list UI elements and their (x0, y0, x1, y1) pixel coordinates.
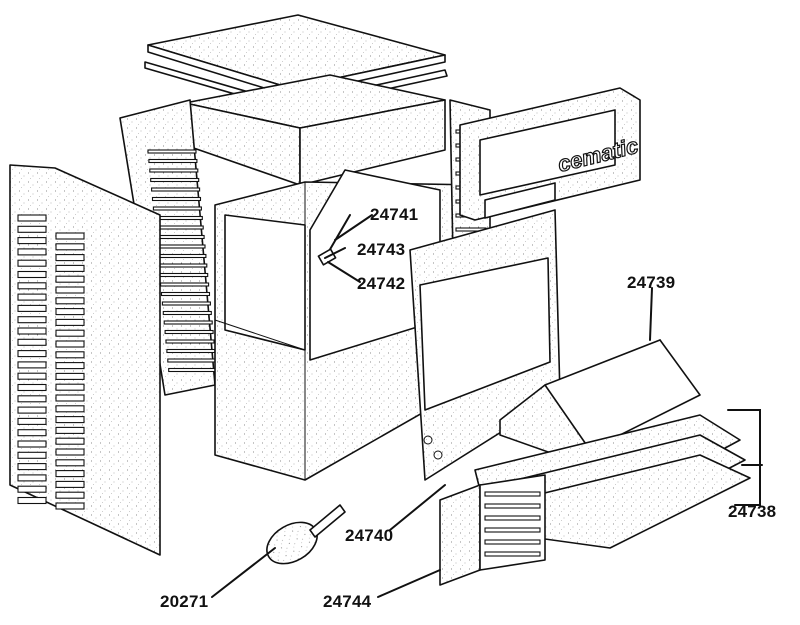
grille-slot (55, 448, 85, 456)
louver-slat (160, 291, 211, 297)
grille-slot (17, 406, 47, 414)
louver-slat (163, 320, 213, 325)
grille-slot (55, 437, 85, 445)
callout-24739: 24739 (627, 273, 675, 292)
louver-slat (149, 168, 199, 173)
front-grille-panel (9, 164, 161, 556)
grille-slot (17, 316, 47, 324)
grille-slot (17, 440, 47, 448)
door-slat (484, 527, 541, 533)
grille-slot (55, 394, 85, 402)
grille-slot (55, 470, 85, 478)
grille-slot (17, 383, 47, 392)
door-slat (484, 491, 541, 497)
louver-slat (160, 282, 210, 287)
grille-slot (17, 451, 47, 459)
louver-slat (159, 272, 209, 278)
grille-slot (17, 372, 47, 380)
grille-slot (17, 474, 47, 482)
bin-door (439, 474, 546, 586)
grille-slot (55, 426, 85, 434)
grille-slot (55, 372, 85, 380)
grille-slot (55, 254, 85, 262)
louver-slat (161, 301, 211, 306)
louver-slat (148, 158, 198, 164)
grille-slot (17, 282, 47, 290)
grille-slot (17, 463, 47, 471)
front-fascia: cematic (459, 87, 641, 221)
grille-slot (55, 275, 85, 283)
louver-slat (158, 263, 208, 268)
grille-slot (55, 405, 85, 413)
grille-slot (55, 459, 85, 467)
grille-slot (17, 214, 47, 222)
grille-slot (55, 243, 85, 251)
door-slat (484, 539, 541, 545)
grille-slot (55, 308, 85, 316)
grille-slot (55, 351, 85, 359)
grille-slot (55, 264, 85, 272)
louver-slat (157, 253, 207, 259)
callout-24740: 24740 (345, 526, 393, 545)
grille-slot (17, 350, 47, 358)
grille-slot (17, 338, 47, 346)
louver-slat (153, 215, 203, 221)
louver-slat (152, 206, 202, 211)
grille-slot (17, 293, 47, 301)
grille-slot (55, 383, 85, 391)
callout-24738: 24738 (728, 502, 776, 521)
louver-slat (147, 149, 197, 154)
grille-slot (17, 417, 47, 425)
grille-slot (55, 480, 85, 488)
callout-24742: 24742 (357, 274, 405, 293)
top-lid (144, 14, 448, 111)
grille-slot (17, 248, 47, 256)
grille-slot (17, 327, 47, 335)
louver-slat (151, 187, 201, 192)
grille-slot (55, 502, 85, 510)
grille-slot (17, 485, 47, 493)
door-slat (484, 515, 541, 521)
callout-20271: 20271 (160, 592, 208, 611)
callout-24744: 24744 (323, 592, 372, 611)
bin-deflector (499, 339, 701, 466)
louver-slat (167, 358, 217, 363)
grille-slot (55, 491, 85, 499)
door-slat (484, 503, 541, 509)
louver-slat (151, 196, 202, 202)
leader-lines (211, 214, 763, 598)
grille-slot (55, 329, 85, 337)
grille-slot (55, 416, 85, 424)
ice-scoop (266, 504, 346, 565)
louver-slat (155, 234, 205, 240)
grille-slot (17, 259, 47, 267)
grille-slot (17, 304, 47, 312)
grille-slot (55, 286, 85, 294)
grille-slot (17, 270, 47, 279)
grille-slot (17, 225, 47, 233)
door-slat (484, 551, 541, 557)
callout-24741: 24741 (370, 205, 418, 224)
louver-slat (165, 339, 215, 344)
grille-slot (55, 297, 85, 305)
louver-slat (168, 367, 218, 373)
grille-slot (17, 496, 47, 505)
louver-slat (154, 225, 204, 230)
grille-slot (17, 395, 47, 403)
grille-slot (55, 318, 85, 326)
louver-slat (150, 177, 200, 183)
grille-slot (17, 361, 47, 369)
grille-slot (55, 232, 85, 240)
louver-slat (164, 329, 214, 335)
rear-louvered-panel (119, 99, 218, 396)
louver-slat (162, 310, 212, 316)
callout-24743: 24743 (357, 240, 405, 259)
louver-slat (156, 244, 206, 249)
grille-slot (17, 237, 47, 245)
grille-slot (55, 362, 85, 370)
grille-slot (17, 429, 47, 437)
grille-slot (55, 340, 85, 348)
louver-slat (166, 348, 216, 354)
